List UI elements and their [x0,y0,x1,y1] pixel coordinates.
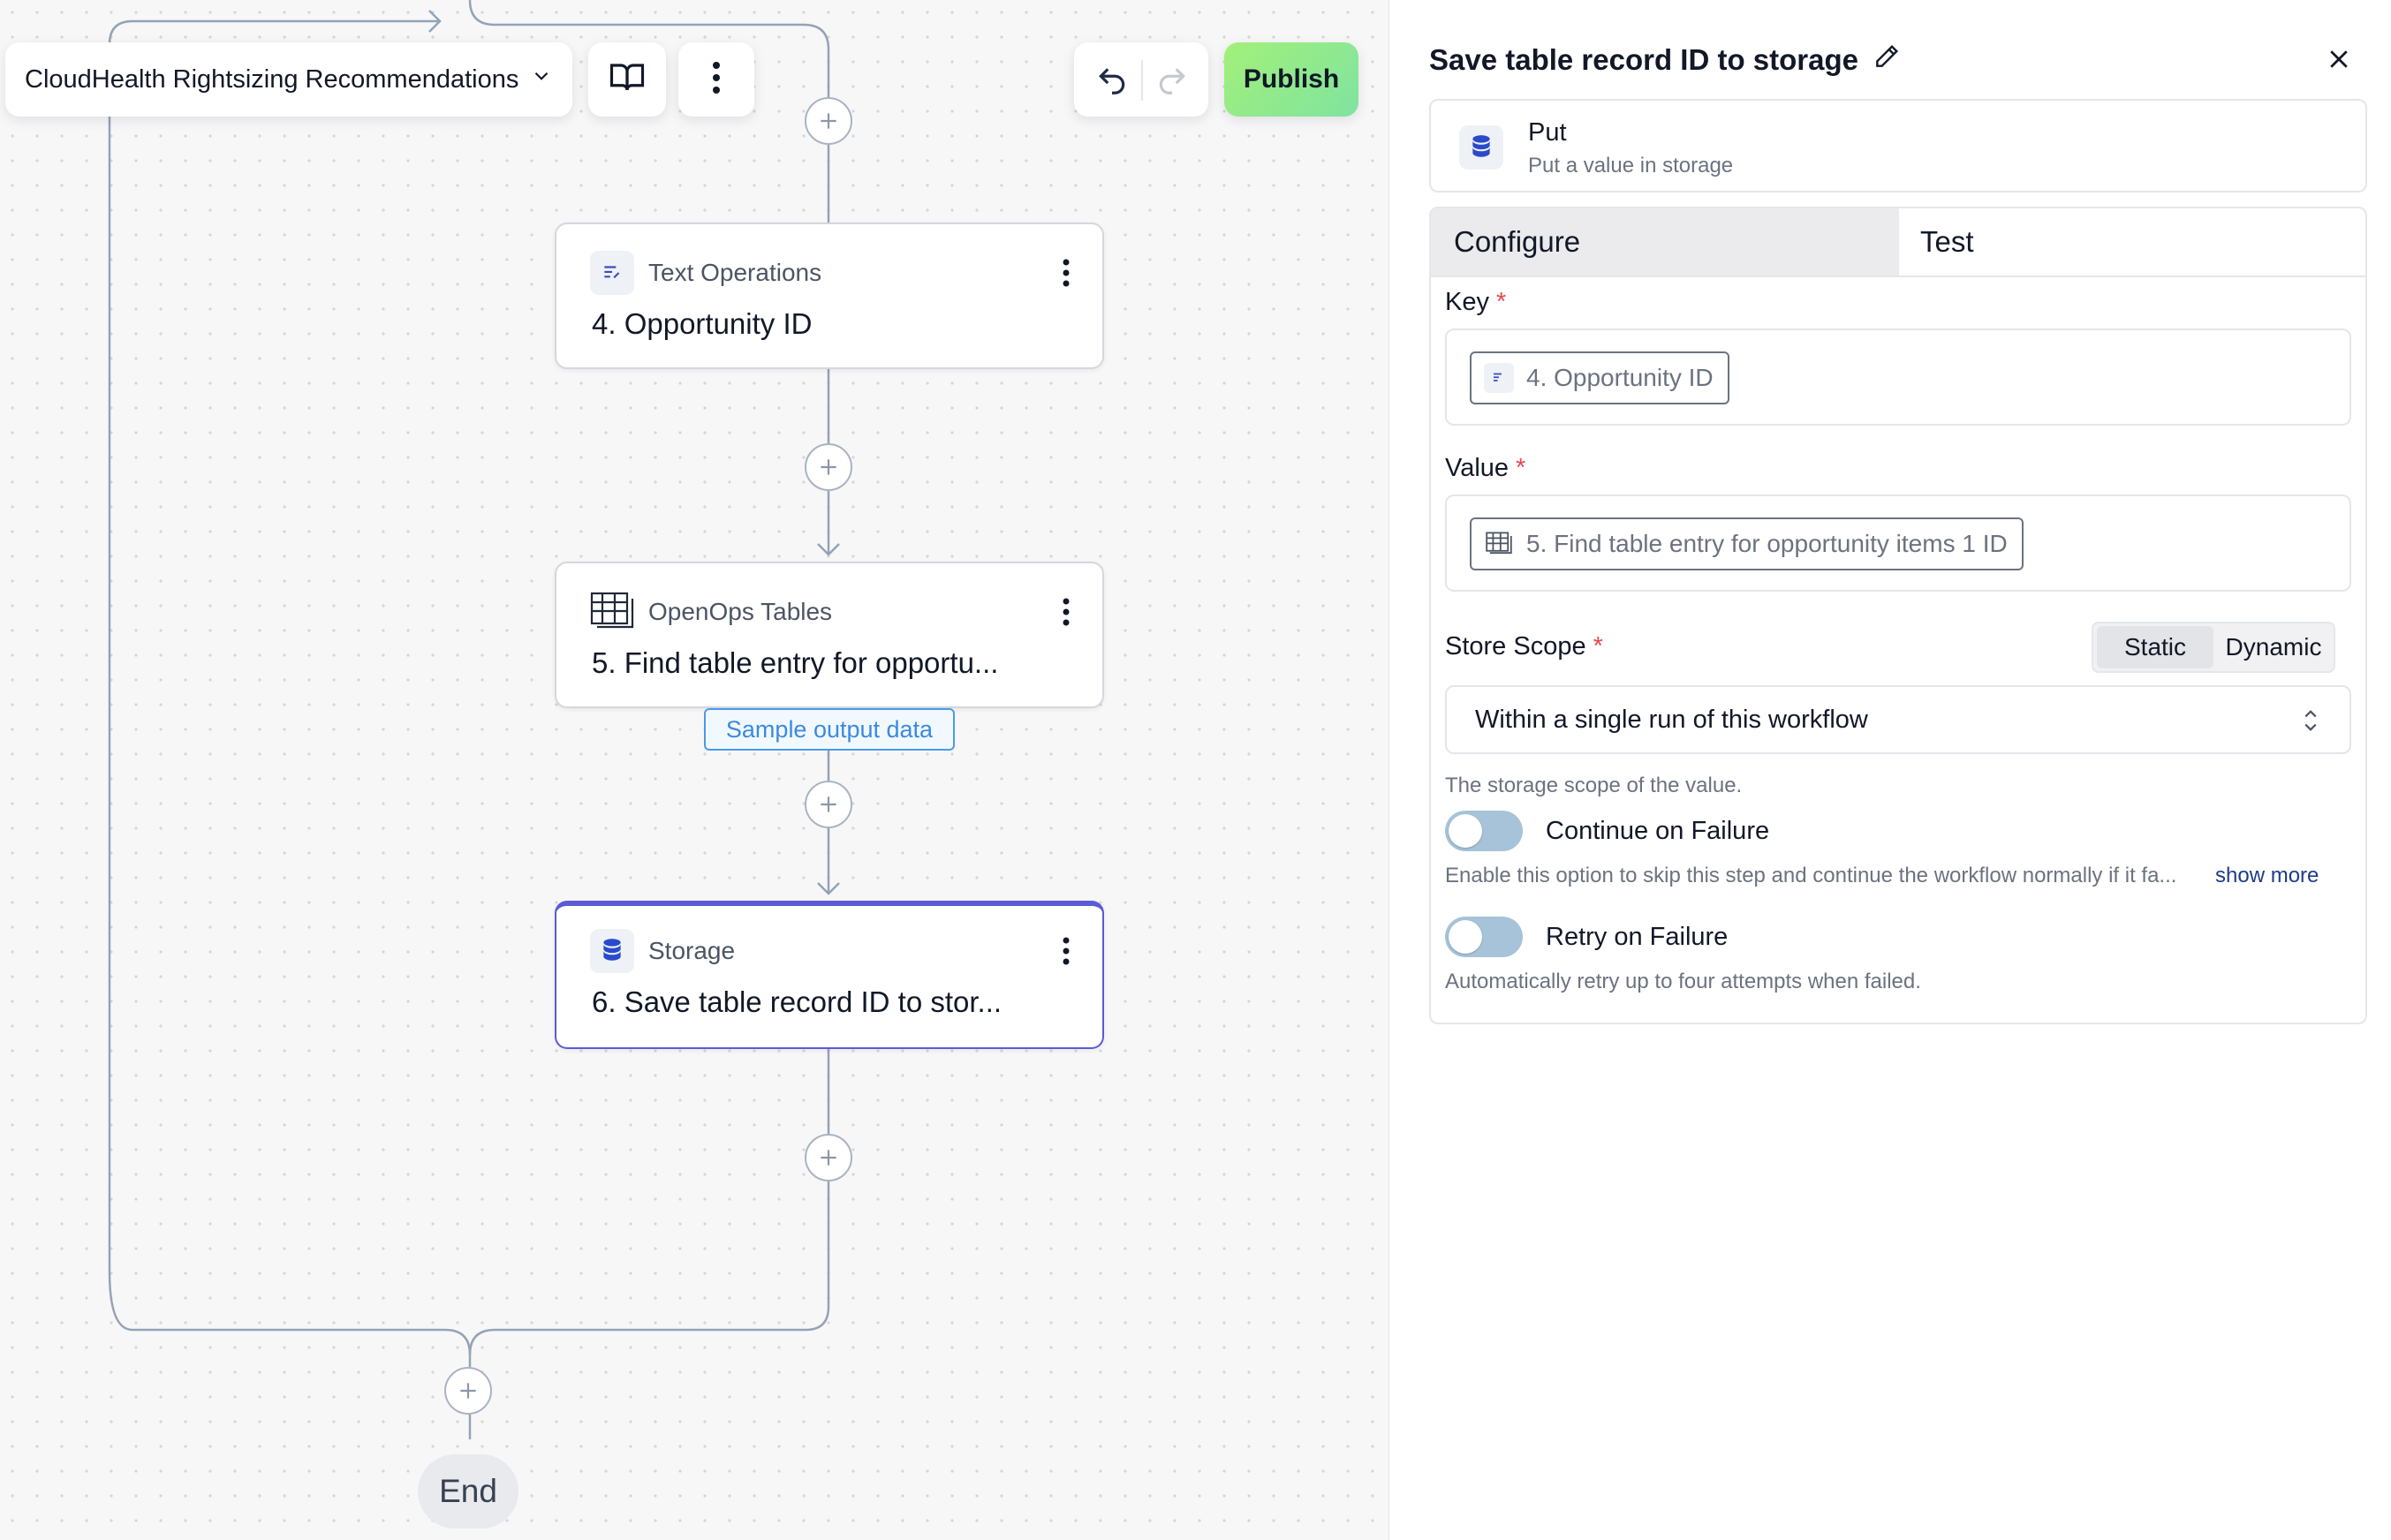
step-menu-icon[interactable] [1062,258,1071,292]
step-menu-icon[interactable] [1062,597,1071,631]
plus-icon [821,113,836,129]
table-icon [590,590,634,634]
step-app-name: OpenOps Tables [648,598,833,625]
step-settings-panel: Save table record ID to storage Put Put … [1388,0,2391,1540]
kebab-vertical-icon [711,60,722,100]
step-app-name: Storage [648,937,736,964]
store-scope-label: Store Scope* [1445,632,1603,661]
retry-on-failure-toggle[interactable] [1445,917,1523,957]
text-operations-icon [590,251,634,295]
retry-on-failure-label: Retry on Failure [1546,922,1729,951]
continue-on-failure-toggle[interactable] [1445,811,1523,851]
value-chip-text: 5. Find table entry for opportunity item… [1526,530,2008,557]
toggle-knob [1449,814,1482,848]
sample-output-badge[interactable]: Sample output data [704,708,955,751]
toggle-knob [1449,920,1482,954]
value-label: Value* [1445,454,1525,483]
configure-section: Configure Test Key* 4. Opportunity ID Va… [1429,207,2367,1024]
value-label-text: Value [1445,454,1510,482]
add-step-button[interactable] [805,443,852,491]
retry-on-failure-row: Retry on Failure [1445,917,1728,957]
plus-icon [821,459,836,475]
text-operations-icon [1484,363,1514,393]
database-icon [1459,125,1503,170]
value-field[interactable]: 5. Find table entry for opportunity item… [1445,494,2351,592]
key-label-text: Key [1445,288,1489,316]
required-mark: * [1593,632,1603,661]
continue-on-failure-help: Enable this option to skip this step and… [1445,864,2177,887]
show-more-link[interactable]: show more [2215,864,2319,887]
value-chip[interactable]: 5. Find table entry for opportunity item… [1470,517,2024,570]
step-app-name: Text Operations [648,259,822,286]
panel-title: Save table record ID to storage [1429,42,1901,78]
key-field[interactable]: 4. Opportunity ID [1445,328,2351,426]
step-menu-icon[interactable] [1062,936,1071,970]
plus-icon [821,1150,836,1166]
add-step-button[interactable] [805,97,852,145]
step-card-save-to-storage[interactable]: Storage 6. Save table record ID to stor.… [555,901,1104,1049]
required-mark: * [1495,288,1507,316]
redo-icon [1159,68,1185,94]
dynamic-option[interactable]: Dynamic [2225,633,2322,661]
store-scope-label-text: Store Scope [1445,632,1586,661]
end-node: End [418,1454,518,1529]
flow-name-text: CloudHealth Rightsizing Recommendations [25,64,519,94]
step-card-opportunity-id[interactable]: Text Operations 4. Opportunity ID [555,223,1104,369]
book-open-icon [609,59,646,101]
workflow-canvas[interactable]: CloudHealth Rightsizing Recommendations … [0,0,1388,1540]
close-icon[interactable] [2326,46,2352,77]
flow-name-selector[interactable]: CloudHealth Rightsizing Recommendations [5,42,572,117]
undo-button[interactable] [1090,58,1134,102]
database-icon [590,929,634,973]
key-label: Key* [1445,288,1506,317]
step-title: 6. Save table record ID to stor... [592,985,1003,1018]
chevron-up-down-icon [2298,706,2323,742]
publish-button[interactable]: Publish [1224,42,1358,117]
key-chip[interactable]: 4. Opportunity ID [1470,351,1729,404]
retry-on-failure-help: Automatically retry up to four attempts … [1445,970,1921,993]
store-scope-help: The storage scope of the value. [1445,774,1743,797]
chevron-down-icon [530,64,553,94]
store-scope-value: Within a single run of this workflow [1475,705,1868,734]
pencil-icon[interactable] [1873,42,1901,78]
step-title: 5. Find table entry for opportu... [592,646,999,679]
tab-configure[interactable]: Configure [1431,208,1899,276]
undo-icon [1099,68,1125,94]
continue-on-failure-label: Continue on Failure [1546,816,1770,845]
step-title: 4. Opportunity ID [592,307,813,340]
action-description: Put a value in storage [1528,154,1734,177]
add-step-button[interactable] [805,1134,852,1181]
action-name: Put [1528,118,1567,147]
continue-on-failure-row: Continue on Failure [1445,811,1769,851]
redo-button[interactable] [1150,58,1194,102]
key-chip-text: 4. Opportunity ID [1526,364,1714,391]
table-icon [1484,529,1514,559]
static-dynamic-toggle: Static Dynamic [2092,622,2335,673]
tab-bar: Configure Test [1431,208,2365,277]
docs-button[interactable] [588,42,666,117]
plus-icon [821,796,836,812]
step-card-find-table-entry[interactable]: OpenOps Tables 5. Find table entry for o… [555,562,1104,708]
add-step-button[interactable] [444,1367,492,1415]
panel-title-text: Save table record ID to storage [1429,43,1858,76]
static-option[interactable]: Static [2097,626,2213,668]
tab-test[interactable]: Test [1920,225,1974,258]
divider [1141,60,1143,101]
add-step-button[interactable] [805,781,852,828]
undo-redo-group [1074,42,1208,117]
plus-icon [460,1383,476,1399]
store-scope-select[interactable]: Within a single run of this workflow [1445,685,2351,754]
required-mark: * [1516,454,1526,482]
action-card[interactable]: Put Put a value in storage [1429,99,2367,192]
more-options-button[interactable] [678,42,754,117]
